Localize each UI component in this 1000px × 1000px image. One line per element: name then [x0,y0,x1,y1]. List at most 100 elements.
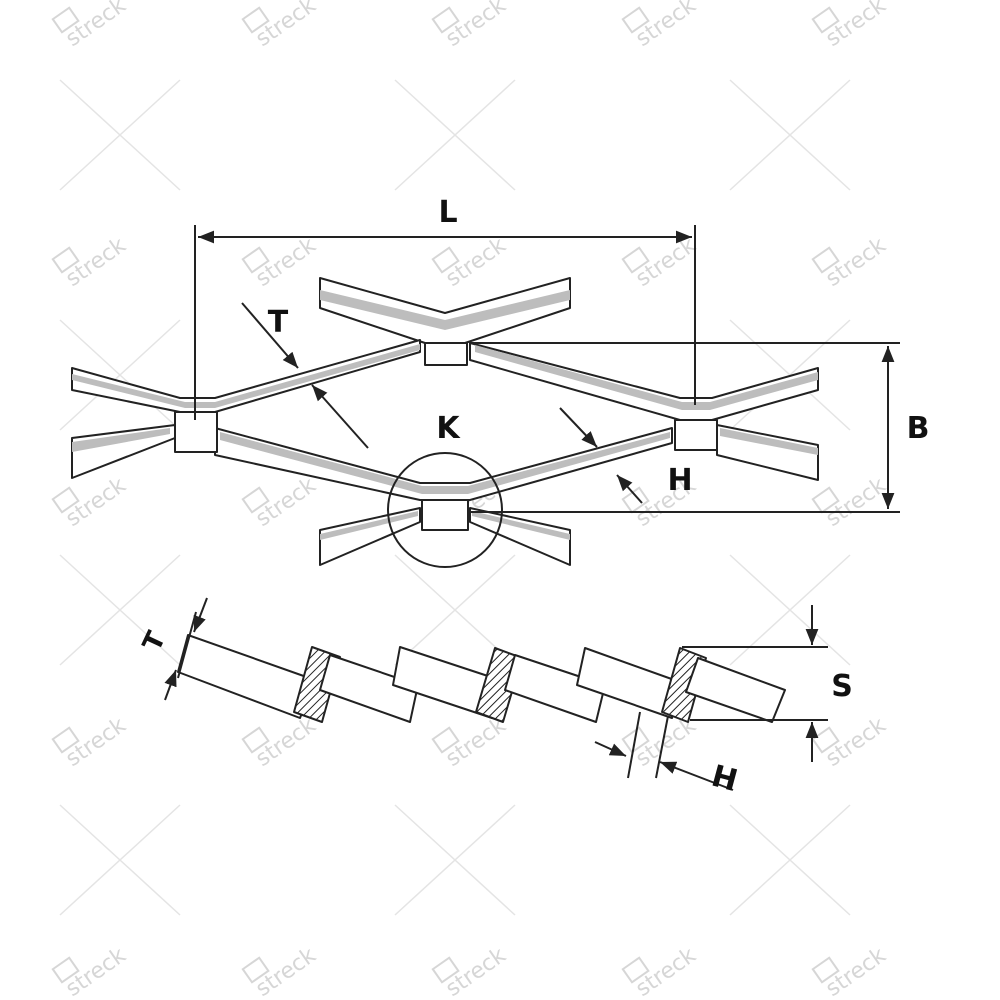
watermark-cross-line [729,79,851,191]
watermark-logo-box [431,726,460,754]
label-b: B [907,411,930,446]
h-arrow-1 [559,407,598,448]
strand-left-upper [71,339,421,413]
strand-center-lower-shade [220,432,670,494]
strand-left-lower-shade [72,428,170,452]
label-h-side: H [708,759,741,799]
side-segment-6 [685,657,786,723]
t-arrow-1 [241,302,299,369]
watermark-logo-box [811,6,840,34]
watermark-logo: streck [431,233,511,292]
watermark-text: streck [251,0,320,52]
label-l: L [438,195,457,230]
watermark-text: streck [251,713,320,772]
watermark-text: streck [251,233,320,292]
side-segment-2 [319,654,419,723]
watermark-text: streck [61,713,130,772]
watermark-logo: streck [241,0,321,52]
watermark-text: streck [821,713,890,772]
watermark-logo: streck [811,713,891,772]
side-segment-5 [576,647,681,719]
watermark-cross-line [729,804,851,916]
watermark-text: streck [251,473,320,532]
watermark-text: streck [821,943,890,1000]
strand-bottom-right-shade [472,511,570,540]
watermark-cross-line [394,804,516,916]
detail-circle-k [387,452,503,568]
watermark-logo-box [811,726,840,754]
watermark-logo-box [621,956,650,984]
labels: L B T K H T S H [137,195,929,799]
watermark-logo-box [811,486,840,514]
watermark-logo-box [621,6,650,34]
watermark-cross-line [59,554,181,666]
strand-left-upper-shade [72,344,420,408]
mesh-side-view [177,634,786,723]
watermark-logo-box [51,956,80,984]
watermark-logo: streck [621,0,701,52]
t-side-arrow-2 [164,669,177,701]
watermark-logo: streck [51,943,131,1000]
watermark-logo-box [621,246,650,274]
watermark-text: streck [61,473,130,532]
strand-bottom-right [469,507,571,566]
label-h-top: H [667,463,692,498]
watermark-cross-line [394,554,516,666]
watermark-logo-box [241,726,270,754]
watermark-logo-box [811,956,840,984]
watermark-text: streck [821,233,890,292]
watermark-logo: streck [621,943,701,1000]
watermark-cross-line [59,79,181,191]
label-t-top: T [268,305,289,340]
watermark-text: streck [251,943,320,1000]
watermark-logo: streck [431,943,511,1000]
t-arrow-2 [311,384,369,449]
strand-right-upper-shade [475,345,818,410]
watermark-text: streck [631,233,700,292]
watermark-cross-line [394,79,516,191]
t-side-arrow-1 [193,597,208,633]
watermark-text: streck [441,0,510,52]
watermark-logo: streck [51,233,131,292]
watermark-logo: streck [811,943,891,1000]
strand-bottom-left [319,507,421,566]
watermark-logo-box [621,486,650,514]
watermark-logo-box [51,486,80,514]
watermark-logo-box [431,6,460,34]
watermark-logo-box [241,956,270,984]
watermark-logo: streck [241,233,321,292]
watermark-cross-line [59,319,181,431]
watermark-text: streck [61,233,130,292]
watermark-logo-box [431,956,460,984]
strand-right-upper [469,342,819,421]
watermark-text: streck [441,233,510,292]
watermark-logo: streck [431,0,511,52]
strand-top-v [319,277,571,344]
side-segment-4 [504,654,606,723]
side-segment-1 [177,634,316,719]
watermark-logo: streck [811,0,891,52]
watermark-text: streck [61,943,130,1000]
watermark-cross-line [59,804,181,916]
watermark-logo-box [811,246,840,274]
strand-right-lower-shade [720,428,818,455]
dimensions-side [164,597,828,791]
bond-right [674,419,718,451]
watermark-logo: streck [811,233,891,292]
label-s: S [831,669,853,704]
strand-center-lower [214,427,673,501]
watermark-logo-box [431,246,460,274]
watermark-logo: streck [621,233,701,292]
watermark-logo-box [241,246,270,274]
watermark-logo-box [241,486,270,514]
watermark-text: streck [441,943,510,1000]
mesh-top-view [71,277,819,568]
label-t-side: T [137,627,172,656]
watermark-text: streck [61,0,130,52]
h-arrow-2 [616,474,643,504]
h-side-arrow-1 [594,741,627,757]
h-side-ext-1 [627,711,641,779]
watermark-logo: streck [51,0,131,52]
watermark-text: streck [631,943,700,1000]
